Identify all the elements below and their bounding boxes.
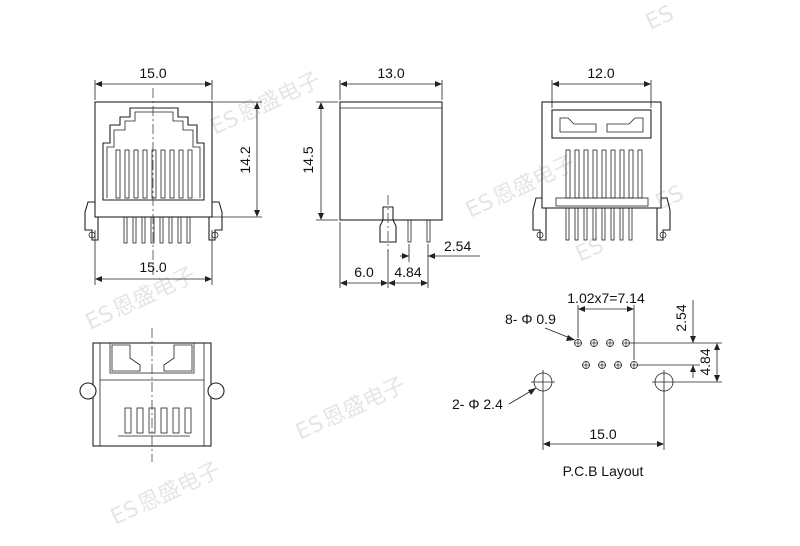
front-left-peg bbox=[84, 201, 99, 241]
watermark-es: ES bbox=[642, 1, 678, 35]
bottom-right-peg bbox=[207, 382, 225, 400]
bottom-view bbox=[79, 328, 225, 462]
dim-side-pin-spacing: 4.84 bbox=[394, 264, 421, 280]
rear-view: 12.0 bbox=[532, 65, 671, 241]
dim-pcb-pitch-total: 1.02x7=7.14 bbox=[567, 290, 645, 306]
bottom-body-outline bbox=[92, 342, 212, 447]
dim-pcb-row-pitch: 2.54 bbox=[673, 304, 689, 331]
front-right-peg bbox=[208, 201, 223, 241]
rear-right-peg bbox=[656, 197, 671, 241]
dim-rear-width: 12.0 bbox=[587, 65, 614, 81]
side-pin-front bbox=[407, 219, 412, 243]
dim-front-height: 14.2 bbox=[237, 146, 253, 173]
pcb-pin-holes bbox=[574, 339, 638, 369]
dim-front-width-top: 15.0 bbox=[139, 65, 166, 81]
dim-front-width-bottom: 15.0 bbox=[139, 259, 166, 275]
side-peg bbox=[379, 206, 397, 243]
watermark-cjk: 恩盛电子 bbox=[134, 458, 224, 518]
dim-side-height: 14.5 bbox=[300, 146, 316, 173]
side-pin-rear bbox=[426, 219, 431, 243]
side-view: 13.0 14.5 6.0 4.84 2.54 bbox=[300, 65, 480, 288]
rj45-opening bbox=[102, 107, 205, 201]
watermark-es: ES bbox=[572, 233, 608, 267]
dim-side-pitch: 2.54 bbox=[444, 238, 471, 254]
front-contacts bbox=[115, 149, 193, 199]
dim-side-width: 13.0 bbox=[377, 65, 404, 81]
watermark-cjk: 恩盛电子 bbox=[234, 68, 324, 128]
pcb-layout: 1.02x7=7.14 8- Φ 0.9 2.54 4.84 2- Φ 2.4 … bbox=[452, 290, 722, 479]
dim-pcb-row-offset: 4.84 bbox=[697, 348, 713, 375]
rear-latch-right bbox=[606, 117, 644, 133]
front-view: 15.0 14.2 15.0 bbox=[84, 65, 262, 285]
bottom-left-peg bbox=[79, 382, 97, 400]
pcb-layout-caption: P.C.B Layout bbox=[563, 463, 644, 479]
bottom-pins bbox=[118, 407, 192, 437]
label-pcb-pin-holes: 8- Φ 0.9 bbox=[505, 311, 556, 327]
side-body-outline bbox=[339, 101, 443, 221]
rear-left-peg bbox=[532, 197, 547, 241]
dim-pcb-peg-spacing: 15.0 bbox=[589, 426, 616, 442]
rear-latch-left bbox=[559, 117, 597, 133]
rj45-inner-outline bbox=[106, 111, 201, 198]
label-pcb-peg-holes: 2- Φ 2.4 bbox=[452, 396, 503, 412]
rear-body-outline bbox=[541, 101, 662, 209]
rear-pins bbox=[565, 207, 633, 241]
dim-side-offset: 6.0 bbox=[354, 264, 374, 280]
watermark-cjk: 恩盛电子 bbox=[319, 373, 409, 433]
front-pins bbox=[123, 216, 191, 244]
